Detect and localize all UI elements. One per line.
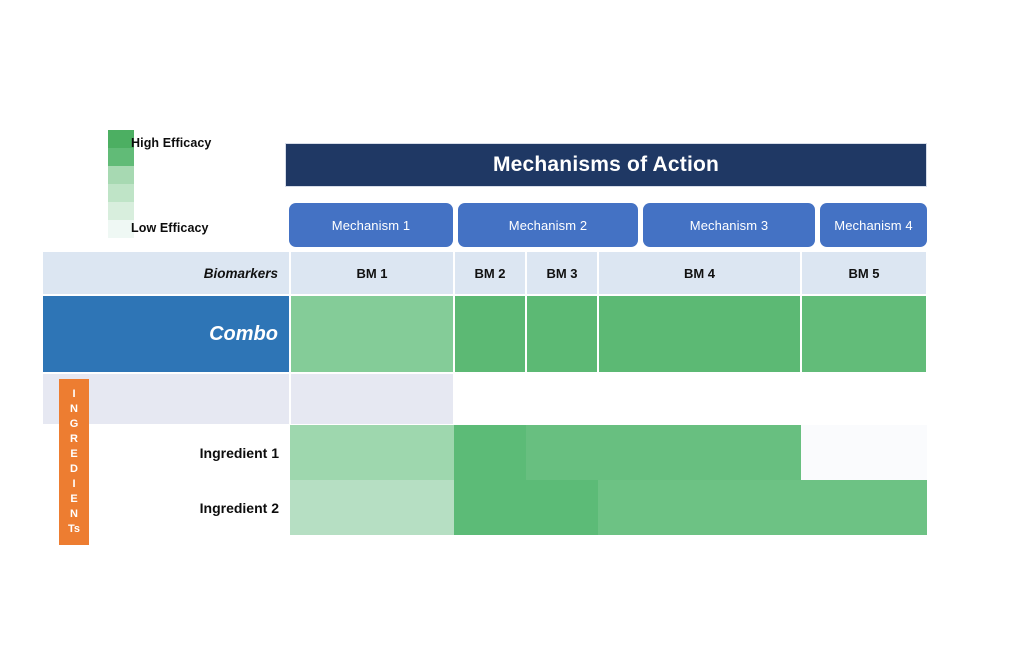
legend-swatch-5 — [108, 202, 134, 220]
combo-row: Combo — [42, 295, 927, 373]
efficacy-cell-spacer-row-bm5 — [801, 373, 927, 425]
mechanism-pill-row: Mechanism 1 Mechanism 2 Mechanism 3 Mechani… — [285, 203, 927, 247]
ingredients-tab-letter-8: E — [70, 493, 78, 505]
mechanism-label: Mechanism 3 — [689, 217, 769, 233]
efficacy-cell-spacer-row-bm4 — [598, 373, 801, 425]
efficacy-cell-ingredient-1-row-bm1 — [290, 425, 454, 480]
legend-swatch-6 — [108, 220, 134, 238]
ingredients-tab-letter-3: G — [69, 418, 79, 430]
ingredient-1-row: Ingredient 1 — [42, 425, 927, 480]
row-cells — [290, 373, 927, 425]
ingredients-tab-letter-9: N — [70, 508, 78, 520]
mechanism-pill-2[interactable]: Mechanism 2 — [458, 203, 638, 247]
legend-high-efficacy-label: High Efficacy — [131, 136, 212, 150]
column-header-2: BM 2 — [454, 251, 526, 295]
ingredients-tab-letter-6: D — [70, 463, 78, 475]
efficacy-cell-ingredient-1-row-bm2 — [454, 425, 526, 480]
ingredients-tab-letter-4: R — [70, 433, 78, 445]
efficacy-cell-spacer-row-bm3 — [526, 373, 598, 425]
mechanism-label: Mechanism 1 — [331, 217, 411, 233]
efficacy-cell-ingredient-2-row-bm5 — [801, 480, 927, 535]
efficacy-cell-ingredient-2-row-bm2 — [454, 480, 526, 535]
legend-swatch-2 — [108, 148, 134, 166]
efficacy-cell-ingredient-1-row-bm3 — [526, 425, 598, 480]
spacer-row — [42, 373, 927, 425]
row-label-ingredient-1-row: Ingredient 1 — [199, 444, 279, 461]
efficacy-cell-ingredient-1-row-bm5 — [801, 425, 927, 480]
column-header-3: BM 3 — [526, 251, 598, 295]
row-cells — [290, 295, 927, 373]
ingredients-tab-letter-2: N — [70, 403, 78, 415]
mechanism-pill-1[interactable]: Mechanism 1 — [289, 203, 453, 247]
legend-swatch-3 — [108, 166, 134, 184]
row-label-ingredient-2-row: Ingredient 2 — [199, 499, 279, 516]
efficacy-cell-combo-row-bm2 — [454, 295, 526, 373]
efficacy-cell-ingredient-2-row-bm4 — [598, 480, 801, 535]
efficacy-cell-combo-row-bm4 — [598, 295, 801, 373]
efficacy-cell-combo-row-bm1 — [290, 295, 454, 373]
mechanism-label: Mechanism 4 — [834, 217, 913, 233]
mechanism-pill-4[interactable]: Mechanism 4 — [820, 203, 927, 247]
page-title: Mechanisms of Action — [492, 153, 720, 176]
row-cells — [290, 425, 927, 480]
ingredient-2-row: Ingredient 2 — [42, 480, 927, 535]
efficacy-cell-ingredient-2-row-bm3 — [526, 480, 598, 535]
efficacy-cell-ingredient-1-row-bm4 — [598, 425, 801, 480]
ingredients-tab-letter-10: Ts — [67, 523, 81, 535]
efficacy-cell-spacer-row-bm1 — [290, 373, 454, 425]
ingredients-tab-letter-7: I — [72, 478, 76, 490]
column-header-5: BM 5 — [801, 251, 927, 295]
mechanism-pill-3[interactable]: Mechanism 3 — [643, 203, 815, 247]
legend-swatch-4 — [108, 184, 134, 202]
row-label-biomarkers-header-row: Biomarkers — [42, 251, 290, 295]
efficacy-cell-combo-row-bm3 — [526, 295, 598, 373]
column-header-1: BM 1 — [290, 251, 454, 295]
ingredients-tab-letter-1: I — [72, 388, 76, 400]
ingredients-tab-letter-5: E — [70, 448, 78, 460]
mechanisms-of-action-title-bar: Mechanisms of Action — [285, 143, 927, 187]
mechanism-label: Mechanism 2 — [508, 217, 588, 233]
legend-swatch-1 — [108, 130, 134, 148]
column-header-4: BM 4 — [598, 251, 801, 295]
efficacy-cell-ingredient-2-row-bm1 — [290, 480, 454, 535]
efficacy-gradient-legend — [108, 130, 134, 238]
row-cells — [290, 480, 927, 535]
efficacy-cell-combo-row-bm5 — [801, 295, 927, 373]
legend-low-efficacy-label: Low Efficacy — [131, 221, 209, 235]
row-label-combo-row: Combo — [42, 295, 290, 373]
efficacy-cell-spacer-row-bm2 — [454, 373, 526, 425]
